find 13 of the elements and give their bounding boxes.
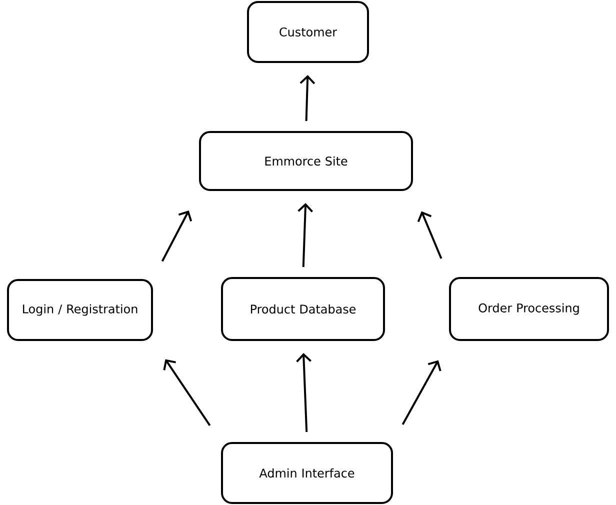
process-box: Customer [247, 1, 369, 63]
process-box: Login / Registration [7, 278, 153, 341]
arrow [296, 352, 312, 432]
arrow [417, 211, 442, 259]
arrow [161, 210, 192, 262]
arrow [402, 360, 442, 425]
process-box: Product Database [221, 276, 385, 341]
process-box: Emmorce Site [199, 130, 413, 191]
arrow [300, 74, 316, 122]
process-box: Order Processing [449, 276, 609, 341]
process-box: Admin Interface [221, 442, 393, 504]
arrow [298, 202, 314, 268]
arrow [163, 359, 211, 426]
